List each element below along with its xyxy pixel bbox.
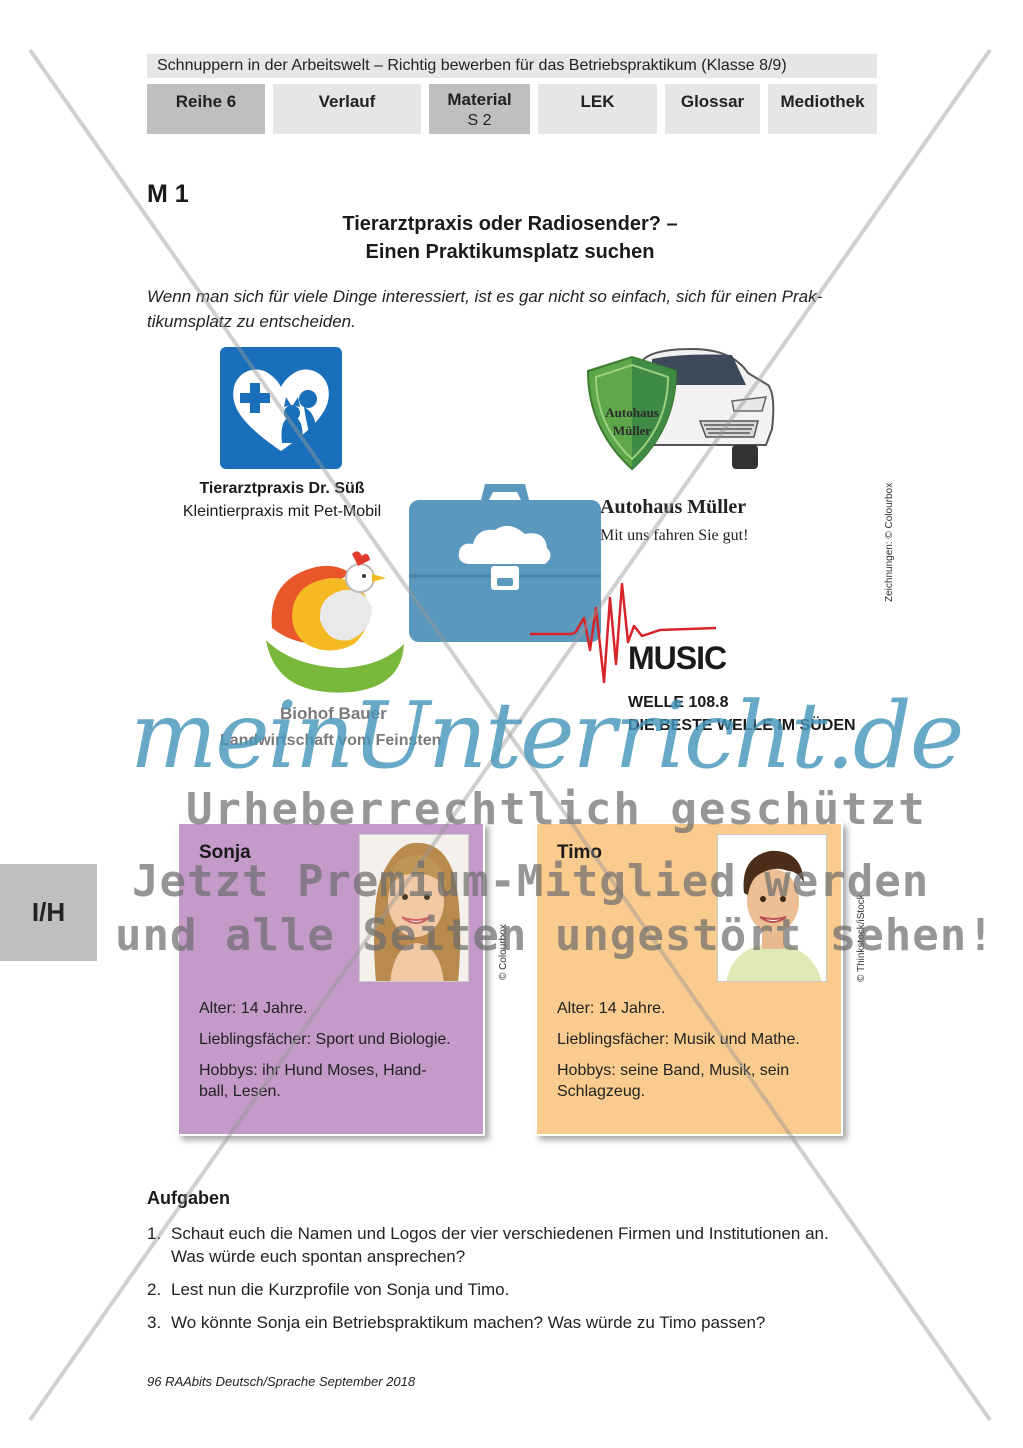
vet-name: Tierarztpraxis Dr. Süß (199, 480, 365, 497)
profile-hobbies-line-2: ball, Lesen. (199, 1083, 281, 1100)
profile-card-timo: Timo Alter: 14 Jahre. Lieblingsfächer: M… (535, 822, 843, 1136)
vet-logo (220, 347, 342, 469)
page-title: Tierarztpraxis oder Radiosender? – Einen… (250, 210, 770, 266)
watermark-line-2: Jetzt Premium-Mitglied werden (132, 856, 930, 907)
tab-glossar-label: Glossar (680, 92, 745, 111)
task-text-line-2: Was würde euch spontan ansprechen? (171, 1247, 466, 1266)
profile-name: Timo (557, 842, 603, 863)
heartbeat-wave-icon (530, 582, 717, 684)
tasks-heading: Aufgaben (147, 1188, 230, 1208)
tab-reihe[interactable]: Reihe 6 (147, 84, 265, 134)
tab-lek-label: LEK (580, 92, 615, 111)
tab-verlauf[interactable]: Verlauf (273, 84, 421, 134)
briefcase-cloud-icon (409, 484, 601, 642)
autohaus-name: Autohaus Müller (600, 496, 747, 518)
tab-glossar[interactable]: Glossar (665, 84, 760, 134)
task-text-line-1: Wo könnte Sonja ein Betriebspraktikum ma… (171, 1313, 766, 1332)
autohaus-slogan: Mit uns fahren Sie gut! (600, 527, 749, 544)
intro-line-1: Wenn man sich für viele Dinge interessie… (147, 287, 823, 306)
tab-lek[interactable]: LEK (538, 84, 657, 134)
auto-shield-line-2: Müller (613, 423, 651, 438)
girl-portrait-icon (360, 835, 468, 981)
biohof-logo (262, 548, 407, 698)
worksheet-header-title: Schnuppern in der Arbeitswelt – Richtig … (147, 54, 877, 78)
task-item: 2. Lest nun die Kurzprofile von Sonja un… (147, 1278, 887, 1301)
profile-photo-timo (717, 834, 827, 982)
intro-line-2: tikumsplatz zu entscheiden. (147, 312, 356, 331)
watermark-line-3: und alle Seiten ungestört sehen! (115, 910, 995, 961)
profile-hobbies-line-1: Hobbys: seine Band, Musik, sein (557, 1062, 790, 1079)
task-number: 2. (147, 1280, 162, 1299)
profile-hobbies-line-1: Hobbys: ihr Hund Moses, Hand- (199, 1062, 427, 1079)
tab-mediothek-label: Mediothek (780, 92, 865, 111)
intro-text: Wenn man sich für viele Dinge interessie… (147, 284, 879, 334)
header-tabs: Reihe 6 Verlauf Material S 2 LEK Glossar… (0, 84, 1023, 134)
task-item: 1. Schaut euch die Namen und Logos der v… (147, 1222, 887, 1268)
material-label: M 1 (147, 180, 189, 208)
watermark-brand: meinUnterricht.de (130, 682, 964, 789)
page-title-line-1: Tierarztpraxis oder Radiosender? – (342, 213, 678, 235)
task-number: 3. (147, 1313, 162, 1332)
task-text-line-1: Lest nun die Kurzprofile von Sonja und T… (171, 1280, 510, 1299)
tab-verlauf-label: Verlauf (318, 92, 376, 111)
briefcase-illustration (405, 480, 605, 645)
page-footer: 96 RAAbits Deutsch/Sprache September 201… (147, 1374, 416, 1389)
drawings-credit: Zeichnungen: © Colourbox (884, 482, 895, 602)
tab-mediothek[interactable]: Mediothek (768, 84, 877, 134)
auto-shield-line-1: Autohaus (605, 405, 658, 420)
profile-subjects: Lieblingsfächer: Musik und Mathe. (557, 1031, 800, 1048)
tab-material-label: Material (447, 90, 512, 109)
tab-material[interactable]: Material S 2 (429, 84, 530, 134)
boy-portrait-icon (718, 835, 826, 981)
heart-pet-icon (233, 369, 329, 451)
watermark-line-1: Urheberrechtlich geschützt (186, 784, 927, 835)
vet-subtitle: Kleintierpraxis mit Pet-Mobil (182, 503, 382, 520)
radio-name: MUSIC (628, 640, 727, 676)
radio-frequency: WELLE 108.8 (628, 694, 729, 711)
profile-age: Alter: 14 Jahre. (199, 1000, 308, 1017)
car-shield-icon: Autohaus Müller (586, 347, 775, 471)
tab-material-page: S 2 (467, 112, 492, 129)
profile-name: Sonja (199, 842, 251, 863)
rooster-icon (266, 551, 404, 693)
profile-subjects: Lieblingsfächer: Sport und Biologie. (199, 1031, 451, 1048)
task-number: 1. (147, 1224, 162, 1243)
autohaus-logo: Autohaus Müller (582, 345, 778, 475)
level-side-tab: I/H (0, 864, 97, 961)
task-item: 3. Wo könnte Sonja ein Betriebspraktikum… (147, 1311, 887, 1334)
profile-hobbies-line-2: Schlagzeug. (557, 1083, 646, 1100)
profile-photo-sonja (359, 834, 469, 982)
biohof-slogan: Landwirtschaft vom Feinsten (220, 732, 442, 749)
radio-slogan: DIE BESTE WELLE IM SÜDEN (628, 717, 856, 734)
page-title-line-2: Einen Praktikumsplatz suchen (365, 241, 655, 263)
profile-card-sonja: Sonja Alter: 14 Jahre. Lieblingsfächer: … (177, 822, 485, 1136)
biohof-name: Biohof Bauer (280, 704, 387, 723)
tab-reihe-label: Reihe 6 (175, 92, 237, 111)
task-text-line-1: Schaut euch die Namen und Logos der vier… (171, 1224, 829, 1243)
profile-age: Alter: 14 Jahre. (557, 1000, 666, 1017)
